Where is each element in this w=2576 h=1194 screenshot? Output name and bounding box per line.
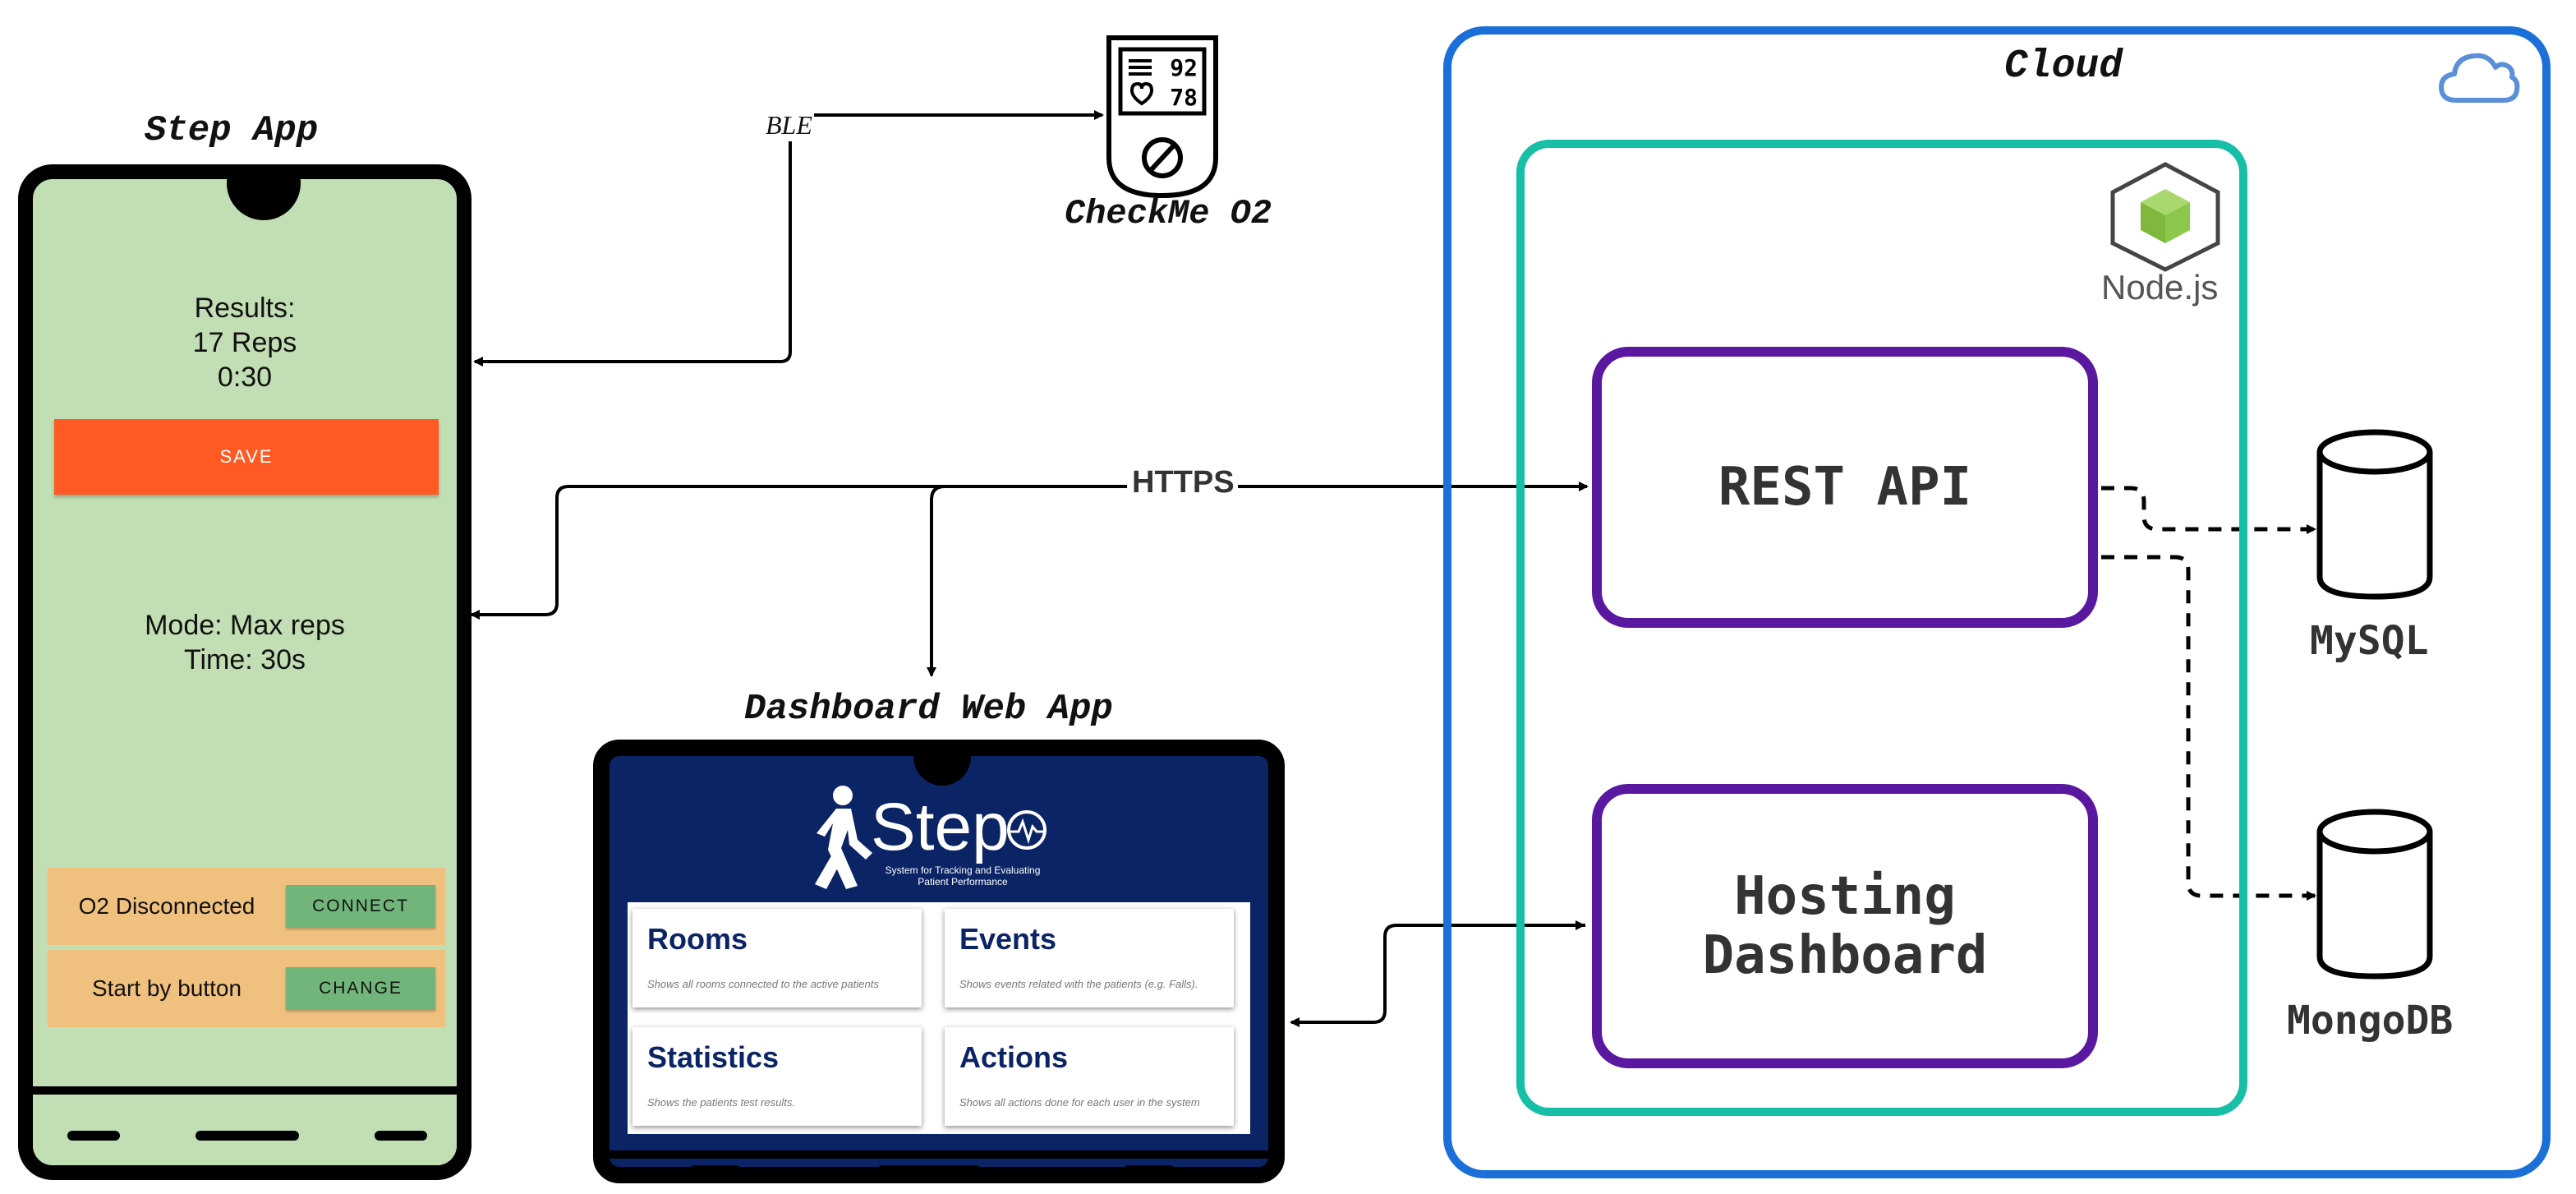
nav-home-icon[interactable] xyxy=(196,1131,299,1141)
heartbeat-icon xyxy=(1007,810,1046,850)
card-title: Events xyxy=(959,922,1057,956)
o2-status-row: O2 Disconnected CONNECT xyxy=(48,868,445,945)
hosting-dashboard-label: Hosting Dashboard xyxy=(1702,866,1988,986)
card-description: Shows events related with the patients (… xyxy=(959,978,1198,990)
dashboard-cards: Rooms Shows all rooms connected to the a… xyxy=(628,902,1250,1134)
rest-api-box: REST API xyxy=(1592,347,2098,628)
nodejs-label: Node.js xyxy=(2101,268,2219,307)
mongodb-label: MongoDB xyxy=(2287,998,2454,1044)
phone-notch xyxy=(227,179,301,220)
nodejs-hexagon-icon xyxy=(2110,162,2220,272)
pulse-oximeter-icon: 92 78 xyxy=(1106,35,1218,199)
https-link-to-dashboard xyxy=(927,485,945,677)
results-reps: 17 Reps xyxy=(192,327,297,358)
mode-time-label: Time: 30s xyxy=(183,644,306,675)
laptop-nav-home-icon xyxy=(877,1165,981,1167)
cloud-container xyxy=(1443,26,2551,1178)
hosting-dashboard-box: Hosting Dashboard xyxy=(1592,784,2098,1068)
card-description: Shows all actions done for each user in … xyxy=(959,1096,1200,1109)
step-app-phone: Results: 17 Reps 0:30 SAVE Mode: Max rep… xyxy=(18,164,472,1180)
https-label: HTTPS xyxy=(1129,465,1238,500)
step-subtitle: System for Tracking and Evaluating Patie… xyxy=(885,864,1041,887)
mongodb-database-icon xyxy=(2316,809,2433,980)
save-button[interactable]: SAVE xyxy=(54,419,439,495)
card-description: Shows the patients test results. xyxy=(647,1096,795,1109)
card-events[interactable]: Events Shows events related with the pat… xyxy=(945,909,1234,1007)
rest-api-to-mongodb-link xyxy=(2101,555,2316,901)
card-actions[interactable]: Actions Shows all actions done for each … xyxy=(945,1027,1234,1126)
nav-recents-icon[interactable] xyxy=(375,1131,427,1141)
card-title: Statistics xyxy=(647,1040,780,1074)
card-title: Rooms xyxy=(647,922,748,956)
laptop-base xyxy=(610,1150,1268,1167)
change-button[interactable]: CHANGE xyxy=(286,967,435,1010)
card-description: Shows all rooms connected to the active … xyxy=(647,978,879,990)
rest-api-to-mysql-link xyxy=(2101,486,2316,534)
connect-button[interactable]: CONNECT xyxy=(286,885,435,928)
o2-status-label: O2 Disconnected xyxy=(78,893,255,919)
card-rooms[interactable]: Rooms Shows all rooms connected to the a… xyxy=(632,909,922,1007)
phone-nav-bar xyxy=(33,1086,457,1165)
heart-rate-value: 78 xyxy=(1170,84,1198,111)
laptop-nav-recents-icon xyxy=(1124,1165,1175,1167)
ble-link-to-phone xyxy=(473,141,792,366)
results-label: Results: xyxy=(194,293,296,324)
device-name: CheckMe O2 xyxy=(1065,194,1272,233)
mode-label: Mode: Max reps xyxy=(145,610,345,641)
cloud-icon xyxy=(2439,53,2520,103)
laptop-nav-back-icon xyxy=(690,1165,741,1167)
laptop-notch xyxy=(913,756,971,786)
nav-back-icon[interactable] xyxy=(67,1131,120,1141)
step-logo-text: Step xyxy=(871,790,1010,864)
card-title: Actions xyxy=(959,1040,1069,1074)
mysql-label: MySQL xyxy=(2310,618,2429,664)
spo2-value: 92 xyxy=(1170,54,1198,81)
start-mode-label: Start by button xyxy=(91,975,242,1001)
hosting-link-to-dashboard xyxy=(1290,924,1585,1027)
nodejs-container xyxy=(1516,140,2247,1116)
https-link-to-phone xyxy=(470,485,1127,620)
results-time: 0:30 xyxy=(217,362,273,393)
rest-api-label: REST API xyxy=(1718,457,1972,518)
walking-person-icon xyxy=(815,786,872,889)
start-mode-row: Start by button CHANGE xyxy=(48,950,445,1027)
mysql-database-icon xyxy=(2316,429,2433,600)
cloud-title: Cloud xyxy=(2004,44,2123,89)
phone-title: Step App xyxy=(145,110,319,151)
dashboard-laptop: Step System for Tracking and Evaluating … xyxy=(593,740,1285,1183)
dashboard-title: Dashboard Web App xyxy=(744,689,1113,730)
card-statistics[interactable]: Statistics Shows the patients test resul… xyxy=(632,1027,922,1126)
ble-label: BLE xyxy=(764,110,814,141)
